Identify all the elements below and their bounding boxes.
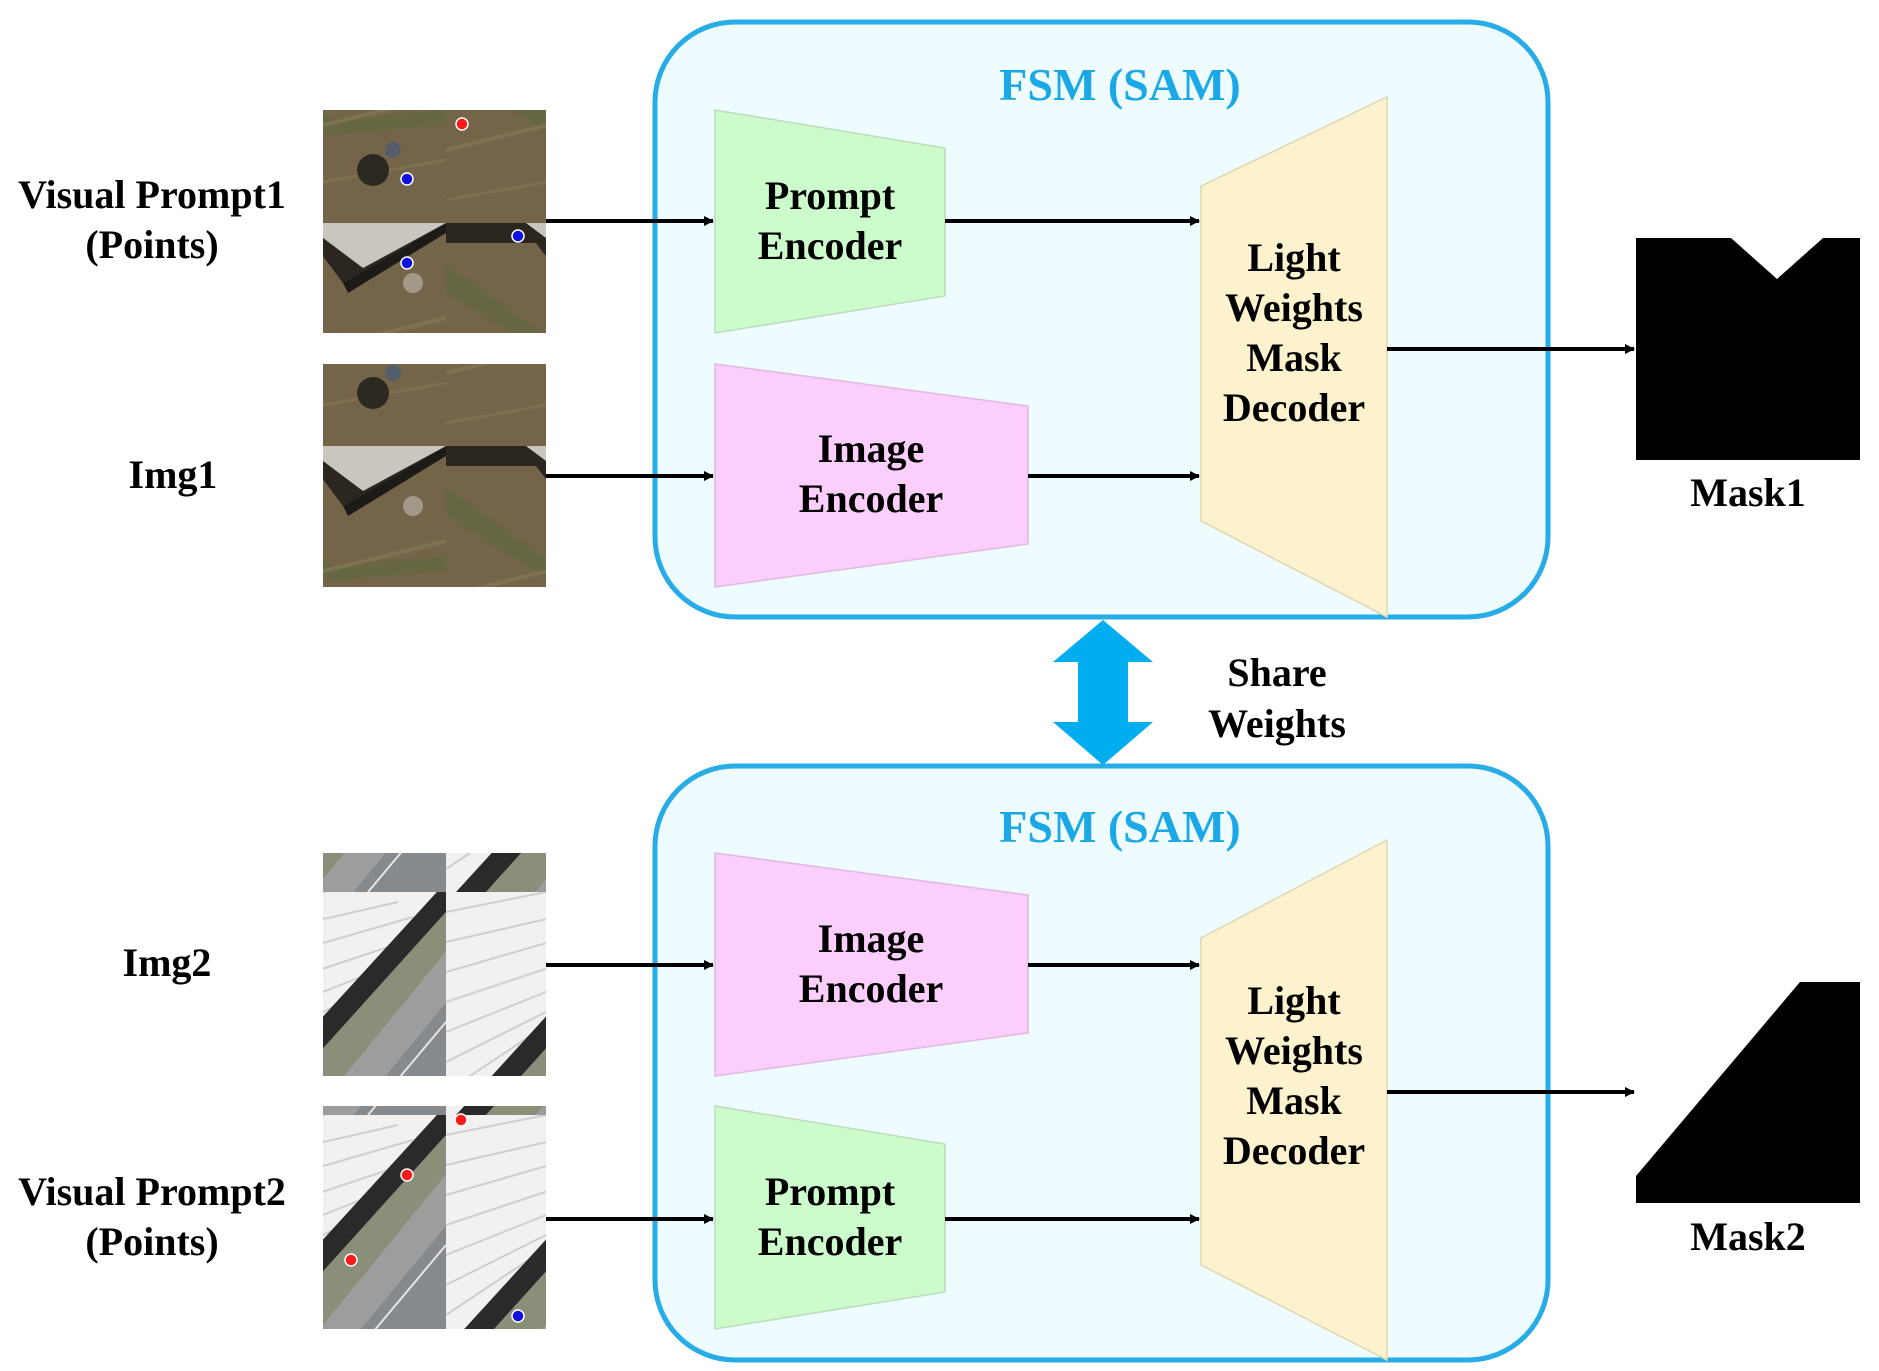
img2-image (323, 853, 546, 1076)
image-encoder-bottom-label2: Encoder (799, 966, 943, 1011)
visual-prompt1-label: Visual Prompt1 (18, 172, 286, 217)
image-encoder-bottom-label1: Image (818, 916, 925, 961)
img1-label: Img1 (129, 452, 218, 497)
img2-label: Img2 (123, 940, 212, 985)
fsm-title-bottom: FSM (SAM) (999, 801, 1240, 852)
image-encoder-top-label2: Encoder (799, 476, 943, 521)
visual-prompt1-image (323, 110, 546, 333)
prompt-encoder-top (714, 109, 946, 334)
visual-prompt2-label: Visual Prompt2 (18, 1169, 286, 1214)
prompt-encoder-bottom-label2: Encoder (758, 1219, 902, 1264)
mask-decoder-top (1200, 95, 1388, 619)
mask-decoder-top-label1: Light (1247, 235, 1341, 280)
visual-prompt1-sublabel: (Points) (85, 222, 218, 267)
image-encoder-bottom (714, 852, 1029, 1077)
mask-decoder-bottom-label1: Light (1247, 978, 1341, 1023)
mask-decoder-bottom-label3: Mask (1246, 1078, 1342, 1123)
fsm-title-top: FSM (SAM) (999, 59, 1240, 110)
share-weights-label1: Share (1227, 650, 1326, 695)
negative-point (400, 256, 414, 270)
positive-point (344, 1253, 358, 1267)
mask1-shape (1636, 238, 1860, 460)
positive-point (455, 117, 469, 131)
negative-point (511, 229, 525, 243)
positive-point (454, 1113, 468, 1127)
mask2-shape (1636, 982, 1860, 1203)
share-weights-arrow (1053, 620, 1153, 765)
mask-decoder-top-label3: Mask (1246, 335, 1342, 380)
mask1-label: Mask1 (1690, 470, 1806, 515)
mask-decoder-top-label2: Weights (1225, 285, 1363, 330)
prompt-encoder-top-label1: Prompt (765, 173, 896, 218)
mask-decoder-bottom-label4: Decoder (1223, 1128, 1365, 1173)
image-encoder-top-label1: Image (818, 426, 925, 471)
image-encoder-top (714, 363, 1029, 588)
prompt-encoder-bottom (714, 1105, 946, 1330)
share-weights-label2: Weights (1208, 701, 1346, 746)
negative-point (511, 1309, 525, 1323)
visual-prompt2-sublabel: (Points) (85, 1219, 218, 1264)
prompt-encoder-bottom-label1: Prompt (765, 1169, 896, 1214)
visual-prompt2-image (323, 1106, 546, 1329)
prompt-encoder-top-label2: Encoder (758, 223, 902, 268)
mask2-label: Mask2 (1690, 1214, 1806, 1259)
positive-point (400, 1168, 414, 1182)
mask-decoder-bottom-label2: Weights (1225, 1028, 1363, 1073)
img1-image (323, 364, 546, 587)
mask-decoder-top-label4: Decoder (1223, 385, 1365, 430)
mask-decoder-bottom (1200, 838, 1388, 1362)
negative-point (400, 172, 414, 186)
